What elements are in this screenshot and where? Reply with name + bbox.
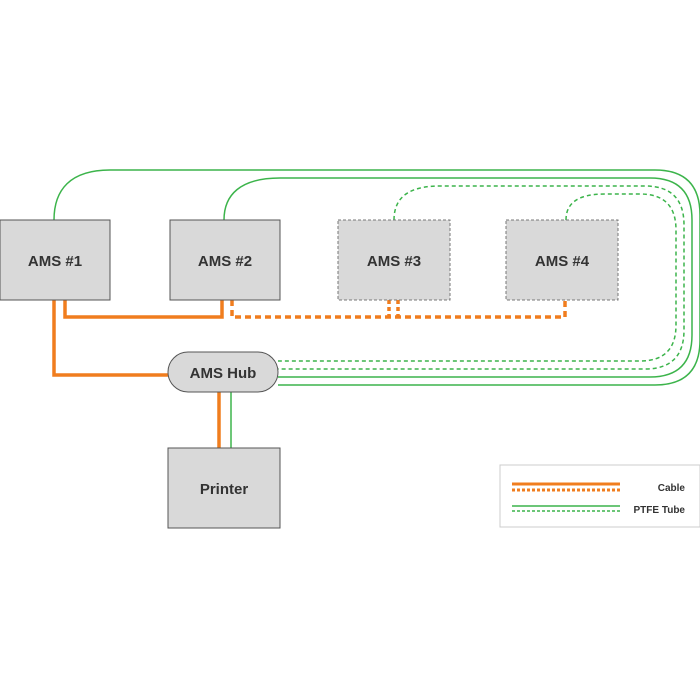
printer-label: Printer [200, 481, 249, 498]
ptfe-tube-ams3 [278, 185, 685, 370]
ams-1-box: AMS #1 [0, 219, 111, 301]
legend-cable-swatch [512, 482, 620, 492]
legend: Cable PTFE Tube [499, 464, 700, 528]
ams-2-label: AMS #2 [198, 253, 252, 270]
ams-1-label: AMS #1 [28, 253, 82, 270]
ams-hub: AMS Hub [167, 351, 279, 393]
ptfe-tube-ams4 [278, 193, 677, 362]
ams-hub-label: AMS Hub [190, 365, 257, 382]
legend-cable-label: Cable [658, 483, 686, 494]
cable-ams1-ams2 [63, 300, 224, 319]
ams-3-label: AMS #3 [367, 253, 421, 270]
ptfe-tube-ams1 [53, 169, 700, 386]
ptfe-tube-ams2 [223, 177, 693, 378]
printer-box: Printer [167, 447, 281, 529]
legend-ptfe-swatch [512, 505, 620, 512]
cable-ams3-drop [387, 300, 400, 317]
cables [52, 300, 567, 448]
cable-ams1-hub [52, 300, 168, 377]
legend-ptfe-label: PTFE Tube [634, 505, 686, 516]
ams-3-box: AMS #3 [337, 219, 451, 301]
ams-4-label: AMS #4 [535, 253, 590, 270]
ams-2-box: AMS #2 [169, 219, 281, 301]
ptfe-tubes [53, 169, 700, 448]
ams-4-box: AMS #4 [505, 219, 619, 301]
